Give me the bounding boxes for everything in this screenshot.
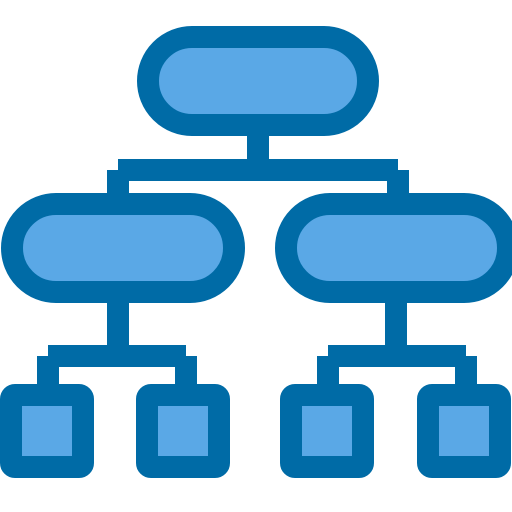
leaf-node-1 bbox=[0, 384, 94, 478]
child-node-left bbox=[1, 193, 245, 303]
leaf-node-4 bbox=[417, 384, 511, 478]
root-node bbox=[137, 26, 379, 136]
connectors bbox=[37, 120, 477, 386]
child-node-right bbox=[275, 193, 512, 303]
leaf-node-3 bbox=[280, 384, 374, 478]
leaf-node-2 bbox=[136, 384, 230, 478]
